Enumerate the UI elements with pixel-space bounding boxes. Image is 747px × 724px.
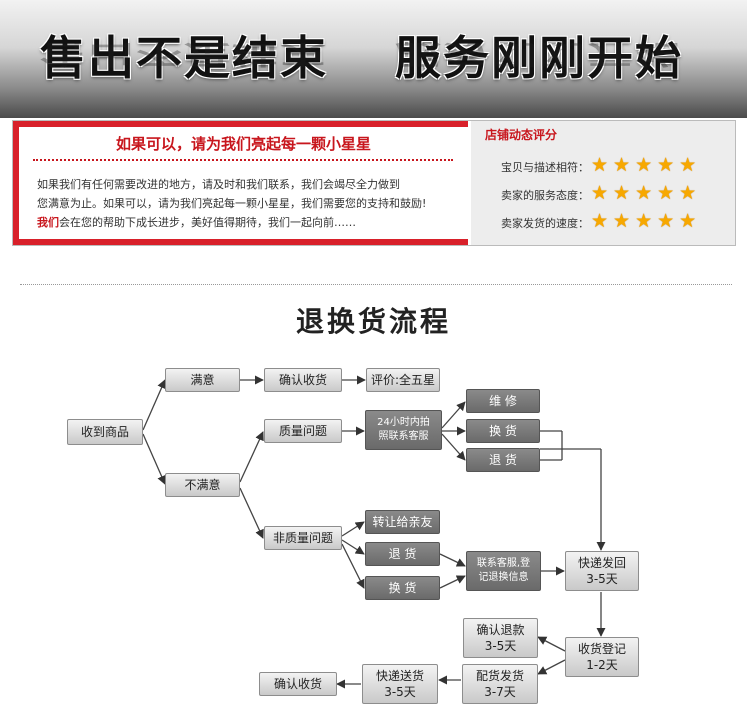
node-courier-delivery-line-2: 3-5天 <box>384 685 416 699</box>
slogan-box-inner: 如果可以，请为我们亮起每一颗小星星 如果我们有任何需要改进的地方，请及时和我们联… <box>19 127 468 239</box>
node-photo-contact-line-1: 24小时内拍 <box>377 417 430 428</box>
node-quality-issue: 质量问题 <box>264 419 342 443</box>
node-return-2: 退 货 <box>365 542 440 566</box>
node-dispatch-line-2: 3-7天 <box>484 685 516 699</box>
node-confirm-refund-line-2: 3-5天 <box>484 639 517 653</box>
arrow-return-contact <box>439 553 466 567</box>
node-receipt-register: 收货登记 1-2天 <box>565 637 639 677</box>
node-received: 收到商品 <box>67 419 143 445</box>
star-icon-row-service: ★★★★★ <box>591 182 702 204</box>
node-repair: 维 修 <box>466 389 540 413</box>
node-exchange-2: 换 货 <box>365 576 440 600</box>
arrow-nonquality-return <box>341 539 365 555</box>
arrow-received-unsatisfied <box>142 433 166 485</box>
node-transfer: 转让给亲友 <box>365 510 440 534</box>
node-express-back-line-1: 快递发回 <box>577 556 626 570</box>
node-courier-delivery: 快递送货 3-5天 <box>362 664 438 704</box>
arrow-exchange-contact <box>439 575 466 589</box>
arrow-photo-return <box>441 433 466 461</box>
node-photo-contact: 24小时内拍 照联系客服 <box>365 410 442 450</box>
node-exchange-1: 换 货 <box>466 419 540 443</box>
node-express-back: 快递发回 3-5天 <box>565 551 639 591</box>
dotted-divider <box>33 159 453 161</box>
arrow-unsatisfied-quality <box>239 431 264 483</box>
rating-title: 店铺动态评分 <box>485 128 558 142</box>
appeal-line-3: 我们会在您的帮助下成长进步，美好值得期待，我们一起向前…… <box>37 213 457 232</box>
node-dispatch: 配货发货 3-7天 <box>462 664 538 704</box>
banner-right-text: 服务刚刚开始 <box>395 31 683 85</box>
slogan-text: 如果可以，请为我们亮起每一颗小星星 <box>115 135 371 153</box>
arrow-received-satisfied <box>142 379 166 431</box>
rating-label-service: 卖家的服务态度： <box>501 189 589 202</box>
rating-box: 店铺动态评分 宝贝与描述相符： ★★★★★ 卖家的服务态度： ★★★★★ 卖家发… <box>471 121 735 245</box>
node-satisfied: 满意 <box>165 368 240 392</box>
node-dispatch-line-1: 配货发货 <box>475 669 524 683</box>
node-contact-register: 联系客服,登 记退换信息 <box>466 551 541 591</box>
appeal-paragraph: 如果我们有任何需要改进的地方，请及时和我们联系，我们会竭尽全力做到 您满意为止。… <box>37 175 457 232</box>
node-receipt-register-line-2: 1-2天 <box>586 658 618 672</box>
arrow-photo-repair <box>441 401 466 429</box>
node-return-1: 退 货 <box>466 448 540 472</box>
node-confirm-receipt-1: 确认收货 <box>264 368 342 392</box>
slogan-box: 如果可以，请为我们亮起每一颗小星星 如果我们有任何需要改进的地方，请及时和我们联… <box>13 121 468 245</box>
node-confirm-receipt-2: 确认收货 <box>259 672 337 696</box>
rating-label-description: 宝贝与描述相符： <box>501 161 589 174</box>
star-icon-row-shipping: ★★★★★ <box>591 210 702 232</box>
appeal-line-2: 您满意为止。如果可以，请为我们亮起每一颗小星星，我们需要您的支持和鼓励! <box>37 197 427 210</box>
banner-left-text: 售出不是结束 <box>40 31 328 85</box>
arrow-register-refund <box>537 636 566 652</box>
node-receipt-register-line-1: 收货登记 <box>577 642 626 656</box>
arrow-register-dispatch <box>537 659 566 675</box>
node-express-back-line-2: 3-5天 <box>586 572 618 586</box>
star-icon-row-description: ★★★★★ <box>591 154 702 176</box>
appeal-line-1: 如果我们有任何需要改进的地方，请及时和我们联系，我们会竭尽全力做到 <box>37 178 400 191</box>
node-contact-register-line-1: 联系客服,登 <box>476 558 531 569</box>
node-non-quality-issue: 非质量问题 <box>264 526 342 550</box>
section-divider <box>20 284 732 285</box>
node-confirm-refund: 确认退款 3-5天 <box>463 618 538 658</box>
info-panel: 如果可以，请为我们亮起每一颗小星星 如果我们有任何需要改进的地方，请及时和我们联… <box>12 120 736 246</box>
arrow-unsatisfied-nonquality <box>239 487 264 539</box>
node-review: 评价:全五星 <box>366 368 440 392</box>
arrow-nonquality-transfer <box>341 521 365 537</box>
rating-label-shipping: 卖家发货的速度： <box>501 217 589 230</box>
node-confirm-refund-line-1: 确认退款 <box>476 623 525 637</box>
node-courier-delivery-line-1: 快递送货 <box>375 669 424 683</box>
arrow-nonquality-exchange <box>341 543 365 589</box>
appeal-line-3-rest: 会在您的帮助下成长进步，美好值得期待，我们一起向前…… <box>59 216 356 229</box>
node-contact-register-line-2: 记退换信息 <box>478 572 529 583</box>
process-title: 退换货流程 <box>295 305 451 338</box>
node-photo-contact-line-2: 照联系客服 <box>378 431 429 442</box>
appeal-bold-word: 我们 <box>37 216 59 229</box>
node-unsatisfied: 不满意 <box>165 473 240 497</box>
banner: 售出不是结束 服务刚刚开始 售出不是结束 服务刚刚开始 <box>0 0 747 118</box>
